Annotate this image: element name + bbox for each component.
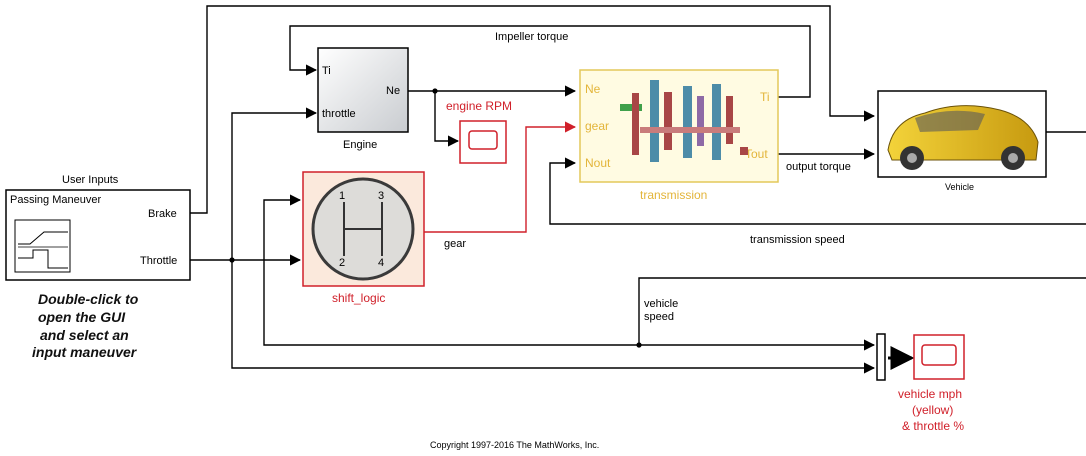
transmission-ne-port-label: Ne [585,82,601,96]
gear-4-label: 4 [378,257,384,269]
brake-port-label: Brake [148,208,177,220]
engine-name: Engine [343,139,377,151]
transmission-speed-line[interactable] [549,157,1086,225]
shift-logic-block[interactable]: 1 3 2 4 [302,171,425,287]
transmission-gear-port-label: gear [585,119,609,133]
user-inputs-title: User Inputs [62,174,119,186]
junction-dot [229,257,235,263]
impeller-torque-label: Impeller torque [495,31,568,43]
signal-builder-icon [14,219,71,273]
engine-ti-port-label: Ti [322,65,331,77]
gear-3-label: 3 [378,190,384,202]
junction-dot [432,88,438,94]
engine-rpm-scope[interactable] [459,120,507,164]
copyright-text: Copyright 1997-2016 The MathWorks, Inc. [430,440,599,450]
mux-block[interactable] [876,333,886,381]
vehicle-scope-label-line1: vehicle mph [898,387,962,401]
scope-screen-icon [468,130,498,150]
gear-1-label: 1 [339,190,345,202]
gear-2-label: 2 [339,257,345,269]
car-icon [887,105,1039,170]
signal-lines [190,5,1086,374]
gear-signal-line[interactable] [424,121,577,233]
vehicle-speed-line[interactable] [638,277,1086,345]
engine-block[interactable]: Ti throttle Ne [317,47,409,133]
svg-text:input maneuver: input maneuver [32,344,138,360]
junction-dot [636,342,642,348]
brake-signal-line[interactable] [190,5,876,214]
throttle-to-mux-line[interactable] [231,260,876,374]
throttle-to-engine-line[interactable] [231,107,318,260]
engine-ne-port-label: Ne [386,85,400,97]
vehicle-speed-to-shift-line[interactable] [263,194,639,346]
transmission-ti-port-label: Ti [760,90,770,104]
svg-text:open the GUI: open the GUI [38,309,126,325]
vehicle-scope-label-line2: (yellow) [912,403,953,417]
gear-signal-label: gear [444,238,466,250]
vehicle-scope-label-line3: & throttle % [902,419,964,433]
vehicle-speed-label: speed [644,311,674,323]
transmission-block[interactable]: Ne gear Nout Ti Tout [579,69,779,183]
scope-screen-icon [921,344,957,366]
transmission-speed-label: transmission speed [750,234,845,246]
output-torque-label: output torque [786,161,851,173]
engine-rpm-line[interactable] [434,91,460,147]
vehicle-name: Vehicle [945,182,974,192]
transmission-name: transmission [640,188,707,202]
passing-maneuver-label: Passing Maneuver [10,194,101,206]
shift-logic-name: shift_logic [332,291,385,305]
engine-throttle-port-label: throttle [322,108,356,120]
throttle-port-label: Throttle [140,255,177,267]
engine-rpm-scope-name: engine RPM [446,99,512,113]
transmission-nout-port-label: Nout [585,156,611,170]
gearbox-icon [620,80,748,162]
transmission-tout-port-label: Tout [745,147,768,161]
svg-text:and select an: and select an [40,327,129,343]
vehicle-block[interactable]: Vehicle [877,90,1047,192]
impeller-torque-line[interactable] [289,25,811,98]
user-inputs-block[interactable]: Passing Maneuver Brake Throttle [5,189,191,281]
instruction-note: Double-click to open the GUI and select … [32,291,139,360]
vehicle-speed-label: vehicle [644,298,678,310]
vehicle-mph-scope[interactable] [913,334,965,380]
svg-text:Double-click to: Double-click to [38,291,139,307]
